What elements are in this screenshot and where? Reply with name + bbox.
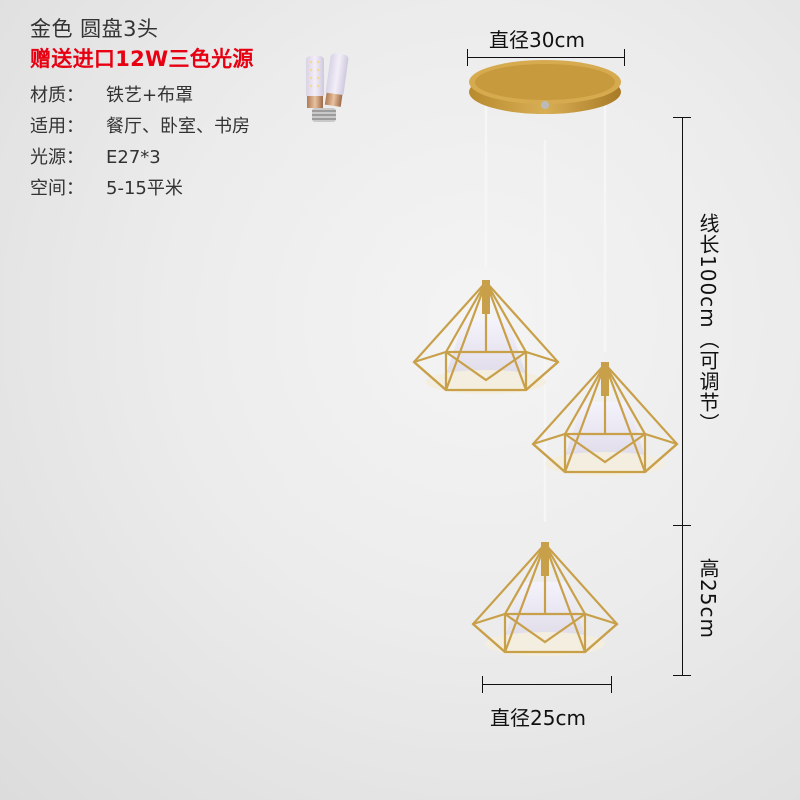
cord-length-label: 线长100cm（可调节） bbox=[696, 213, 720, 434]
spec-label: 空间： bbox=[30, 178, 84, 199]
spec-row-usage: 适用： 餐厅、卧室、书房 bbox=[30, 111, 254, 142]
canopy-diameter-label: 直径30cm bbox=[489, 28, 585, 52]
promo-text: 赠送进口12W三色光源 bbox=[30, 47, 254, 71]
vertical-dimension-line bbox=[682, 117, 683, 675]
spec-list: 材质： 铁艺+布罩 适用： 餐厅、卧室、书房 光源： E27*3 空间： 5-1… bbox=[30, 80, 254, 204]
led-corn-bulb-icon bbox=[306, 53, 349, 122]
spec-row-space: 空间： 5-15平米 bbox=[30, 173, 254, 204]
spec-row-light-source: 光源： E27*3 bbox=[30, 142, 254, 173]
spec-value: 5-15平米 bbox=[106, 178, 183, 199]
spec-value: 餐厅、卧室、书房 bbox=[106, 116, 250, 137]
spec-row-material: 材质： 铁艺+布罩 bbox=[30, 80, 254, 111]
dimension-tick bbox=[673, 525, 691, 526]
dimension-tick bbox=[673, 675, 691, 676]
spec-label: 适用： bbox=[30, 116, 84, 137]
shade-diameter-label: 直径25cm bbox=[490, 706, 586, 730]
spec-panel: 金色 圆盘3头 赠送进口12W三色光源 材质： 铁艺+布罩 适用： 餐厅、卧室、… bbox=[30, 14, 254, 204]
dimension-tick bbox=[673, 117, 691, 118]
spec-label: 材质： bbox=[30, 85, 84, 106]
shade-dimension-line bbox=[482, 676, 612, 693]
product-title: 金色 圆盘3头 bbox=[30, 17, 159, 41]
canopy-dimension-line bbox=[467, 49, 625, 66]
shade-height-label: 高25cm bbox=[696, 558, 720, 639]
spec-label: 光源： bbox=[30, 147, 84, 168]
spec-value: 铁艺+布罩 bbox=[106, 85, 194, 106]
spec-value: E27*3 bbox=[106, 147, 161, 168]
